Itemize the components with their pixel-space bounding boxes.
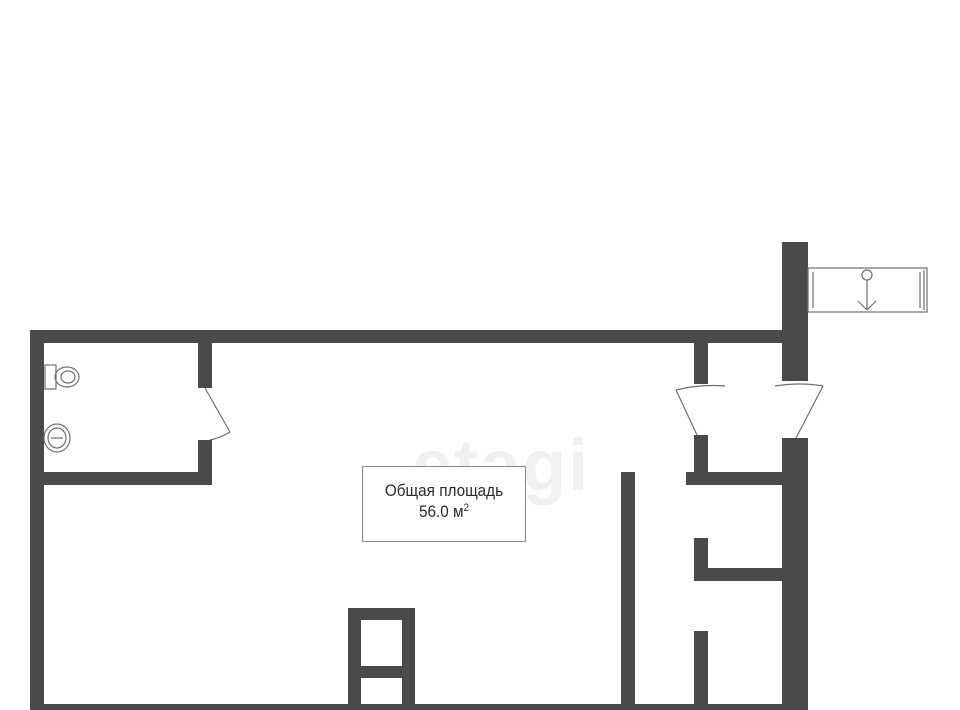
wall-center-thin bbox=[621, 472, 635, 710]
wall-left bbox=[30, 330, 44, 710]
wall-top bbox=[30, 330, 795, 343]
wall-right-upper bbox=[782, 242, 808, 381]
walls bbox=[30, 242, 808, 710]
sink-icon bbox=[43, 423, 71, 453]
wall-right-lower bbox=[782, 438, 808, 710]
area-label: Общая площадь 56.0 м2 bbox=[362, 466, 526, 542]
door-swing-icon bbox=[204, 387, 231, 441]
area-value: 56.0 м bbox=[418, 502, 464, 521]
wall-corridor-horizontal1 bbox=[686, 472, 782, 485]
area-label-value: 56.0 м2 bbox=[371, 498, 517, 522]
wall-bathroom-horizontal bbox=[44, 472, 212, 485]
wall-block-top bbox=[348, 608, 415, 620]
wall-corridor-top bbox=[694, 343, 708, 384]
wall-block-middle bbox=[348, 666, 415, 678]
entrance-door-icon bbox=[675, 383, 824, 439]
area-unit-superscript: 2 bbox=[463, 502, 470, 514]
wall-corridor-horizontal2 bbox=[694, 568, 782, 581]
wall-block-left bbox=[348, 608, 361, 710]
wall-corridor-bottom bbox=[694, 631, 708, 710]
toilet-icon bbox=[44, 364, 80, 390]
drain-icon bbox=[807, 267, 928, 313]
wall-bottom bbox=[30, 704, 808, 710]
area-label-title: Общая площадь bbox=[384, 481, 504, 500]
wall-bathroom-vertical-top bbox=[198, 343, 212, 388]
wall-block-right bbox=[402, 608, 415, 710]
